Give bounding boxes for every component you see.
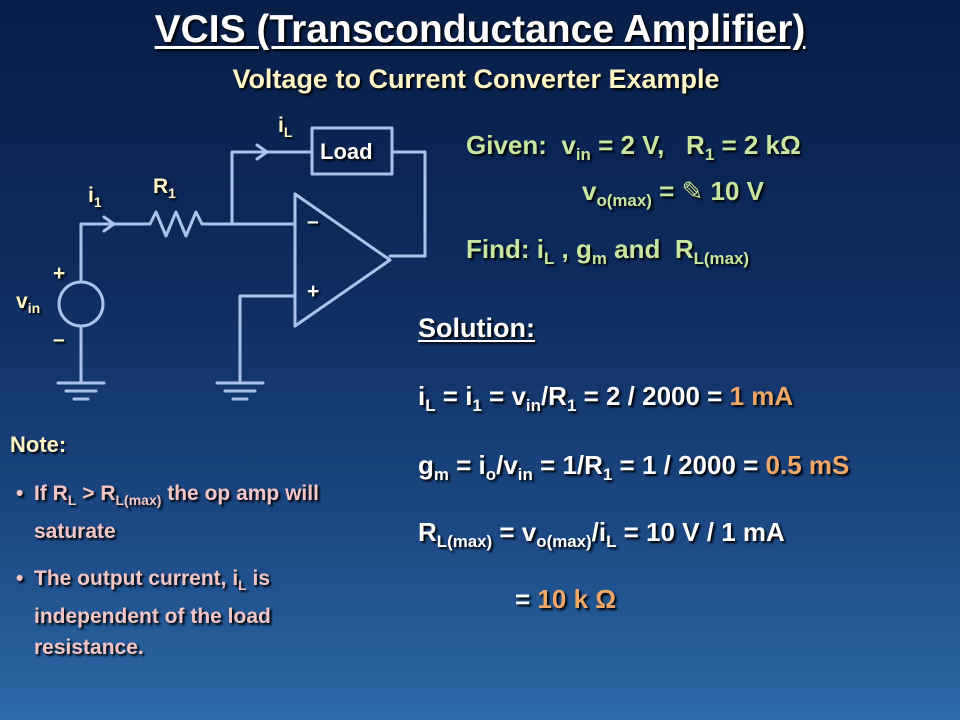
slide-subtitle: Voltage to Current Converter Example (232, 64, 720, 94)
opamp-plus-sign: + (307, 280, 320, 303)
note-item-independent: •The output current, iL is independent o… (16, 567, 271, 660)
r1-label: R1 (153, 175, 176, 202)
slide-title: VCIS (Transconductance Amplifier) (154, 8, 806, 51)
i1-arrow-icon (102, 215, 116, 233)
equation-rl-result: = 10 k Ω (515, 584, 617, 614)
opamp-minus-sign: – (307, 210, 319, 233)
wire-feedback-left (230, 150, 314, 226)
opamp-triangle (293, 192, 392, 328)
result-gm: 0.5 mS (765, 450, 850, 480)
note-item-saturate: •If RL > RL(max) the op amp will saturat… (16, 482, 319, 544)
ground-symbol-right (215, 381, 265, 401)
ground-symbol-left (56, 381, 106, 401)
source-plus-sign: + (53, 262, 66, 285)
il-label: iL (278, 114, 293, 141)
solution-heading: Solution: (418, 313, 535, 343)
circuit-diagram (56, 126, 427, 401)
il-arrow-icon (255, 143, 269, 161)
pencil-icon: ✎ (681, 176, 704, 206)
result-rl: 10 k Ω (537, 584, 617, 614)
voltage-source-symbol (57, 280, 105, 328)
note-heading: Note: (10, 432, 67, 457)
i1-label: i1 (88, 184, 102, 211)
equation-gm: gm = io/vin = 1/R1 = 1 / 2000 = 0.5 mS (418, 450, 850, 485)
note-list: •If RL > RL(max) the op amp will saturat… (10, 478, 370, 679)
load-label: Load (320, 139, 373, 164)
wire-source-top (79, 222, 142, 284)
source-minus-sign: – (53, 328, 65, 351)
equation-rl: RL(max) = vo(max)/iL = 10 V / 1 mA (418, 517, 785, 552)
wire-noninverting-ground (238, 294, 297, 385)
find-line: Find: iL , gm and RL(max) (466, 234, 749, 269)
vin-label: vin (16, 290, 41, 317)
equation-il: iL = i1 = vin/R1 = 2 / 2000 = 1 mA (418, 381, 794, 416)
result-il: 1 mA (729, 381, 794, 411)
wire-feedback-right (388, 150, 427, 258)
resistor-r1-symbol (138, 210, 214, 238)
given-line: Given: vin = 2 V, R1 = 2 kΩ (466, 130, 801, 165)
vomax-line: vo(max) = ✎ 10 V (582, 176, 764, 211)
ohm-symbol: Ω (780, 130, 801, 160)
